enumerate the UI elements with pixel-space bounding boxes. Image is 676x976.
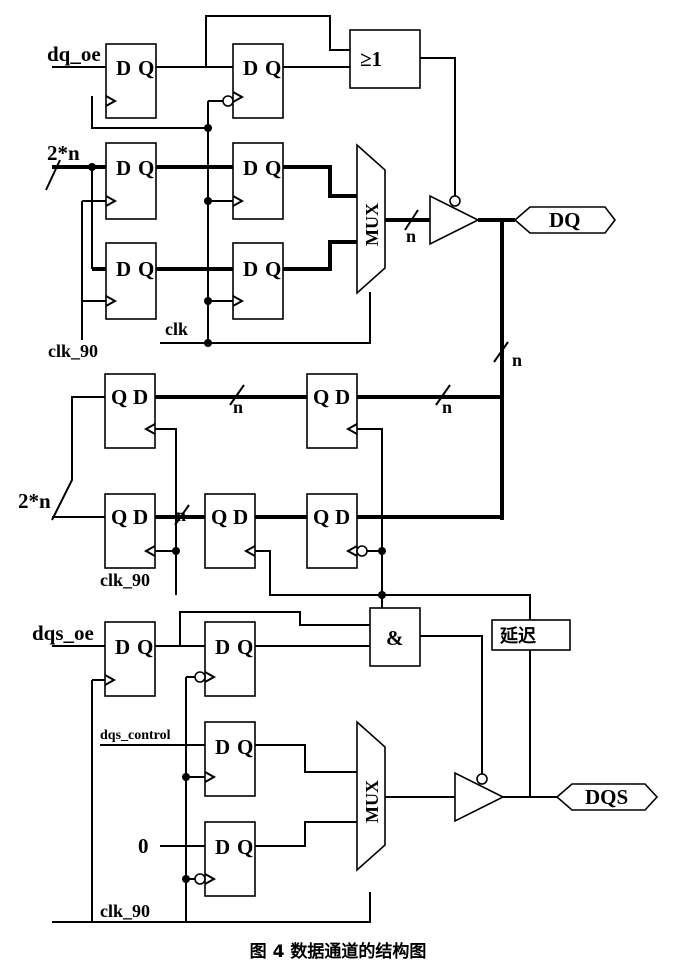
ff-cap-b1 [104,493,156,569]
ff-pin-d: D [116,56,131,80]
ff-pin-d: D [215,635,230,659]
ff-pin-q: Q [111,385,127,409]
dqs-section [52,595,659,923]
mux-dq-label: MUX [362,203,382,246]
dqs-pad [555,783,659,811]
bus-width-label-b: n [442,397,452,417]
ff-pin-q: Q [138,56,154,80]
ff-pin-d: D [215,735,230,759]
mux-dqs-label: MUX [362,780,382,823]
ff-cap-a2 [306,373,358,449]
ff-cap-a1 [104,373,156,449]
dqs-output-buffer [454,771,505,823]
or-gate-label: ≥1 [360,47,382,71]
mux-dqs [356,720,386,872]
ff-data-b2 [232,242,284,320]
ff-pin-q: Q [111,505,127,529]
ff-pin-d: D [133,505,148,529]
label-2n-top: 2*n [47,141,80,165]
ff-pin-d: D [233,505,248,529]
bus-width-label-dq: n [406,226,416,246]
ff-pin-q: Q [138,156,154,180]
ff-pin-q: Q [138,257,154,281]
ff-pin-d: D [215,835,230,859]
ff-pin-d: D [116,156,131,180]
ff-pin-q: Q [313,505,329,529]
bus-width-label-fb: n [512,350,522,370]
label-2n-mid: 2*n [18,489,51,513]
ff-pin-d: D [243,257,258,281]
ff-pin-q: Q [137,635,153,659]
label-zero: 0 [138,834,149,858]
ff-pin-d: D [116,257,131,281]
ff-cap-b3 [306,493,358,569]
and-gate [369,607,421,667]
ff-pin-q: Q [265,56,281,80]
label-clk-90-bottom: clk_90 [100,901,150,921]
ff-pin-d: D [335,385,350,409]
dq-output-buffer [429,194,480,246]
ff-pin-q: Q [211,505,227,529]
ff-pin-q: Q [265,257,281,281]
bus-width-marks [45,159,509,526]
ff-dq-oe-2 [232,43,284,119]
ff-pin-d: D [115,635,130,659]
delay-block [491,619,571,651]
ff-pin-d: D [243,156,258,180]
ff-pin-d: D [133,385,148,409]
and-gate-label: & [386,626,404,650]
ff-cap-b2 [204,493,256,569]
ff-pin-q: Q [313,385,329,409]
ff-pin-q: Q [237,735,253,759]
oe-enable-bubble [449,195,461,207]
ff-dqs-control [204,721,256,797]
label-dqs-oe: dqs_oe [32,621,94,645]
delay-label: 延迟 [499,626,536,647]
bus-width-label-c: n [176,505,186,525]
label-dqs-control: dqs_control [100,728,171,743]
ff-data-a2 [232,142,284,220]
dq-pad [513,206,617,234]
label-clk: clk [165,319,188,339]
label-clk-90-top: clk_90 [48,341,98,361]
mux-dq [356,143,386,295]
ff-pin-q: Q [265,156,281,180]
ff-pin-q: Q [237,635,253,659]
ff-data-a1 [105,142,157,220]
or-gate [349,29,421,89]
ff-pin-d: D [335,505,350,529]
ff-dqs-oe-2 [204,621,256,697]
label-dq-oe: dq_oe [47,42,101,66]
label-dq-output: DQ [549,208,581,232]
bus-width-label-a: n [233,397,243,417]
ff-dq-oe-1 [105,43,157,119]
ff-data-b1 [105,242,157,320]
label-clk-90-mid: clk_90 [100,570,150,590]
ff-dqs-zero [204,821,256,897]
dq-output-section [52,15,617,520]
figure-caption: 图 4 数据通道的结构图 [250,941,427,962]
ff-dqs-oe-1 [104,621,156,697]
label-dqs-output: DQS [585,785,628,809]
ff-pin-d: D [243,56,258,80]
inverted-clock-bubble [222,95,234,107]
ff-pin-q: Q [237,835,253,859]
dq-input-section [51,373,531,620]
